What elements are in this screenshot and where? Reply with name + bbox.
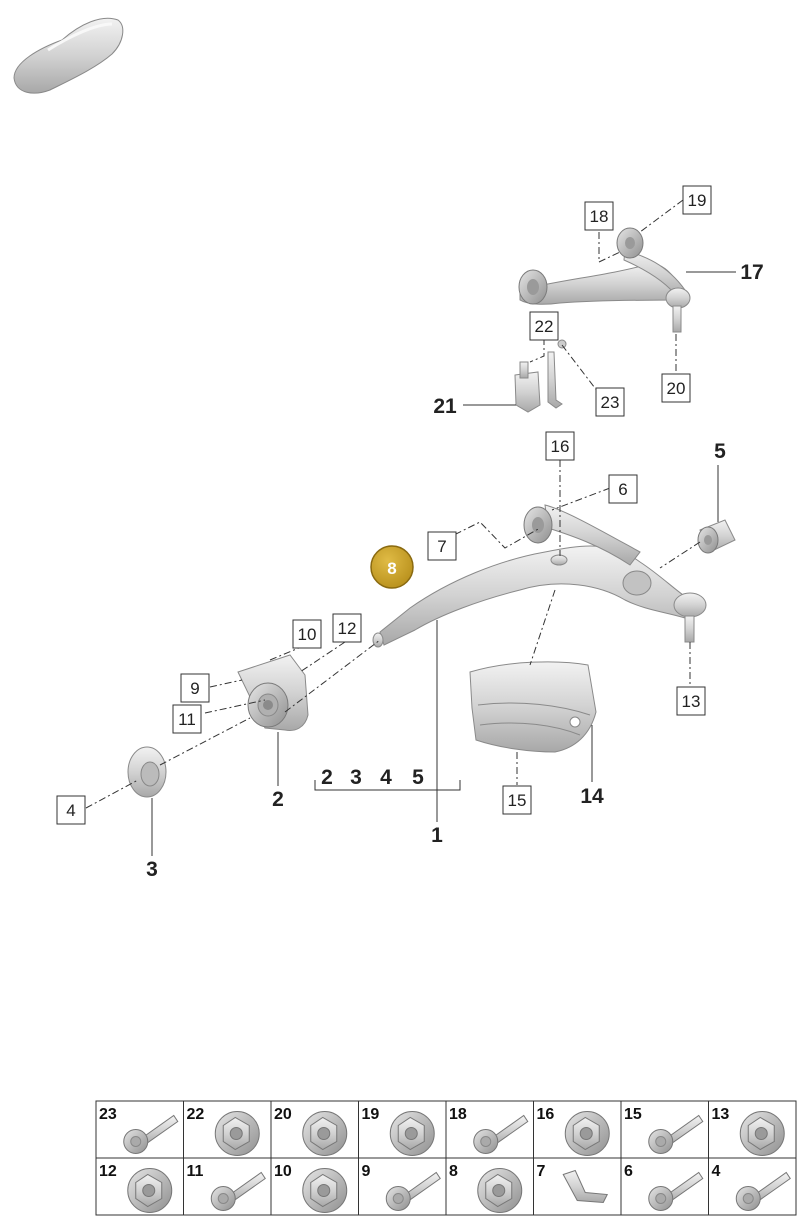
svg-text:5: 5 <box>412 766 424 789</box>
callout-7[interactable]: 7 <box>427 531 457 561</box>
callout-14[interactable]: 14 <box>580 785 604 808</box>
callout-2[interactable]: 2 <box>272 788 284 811</box>
svg-text:17: 17 <box>740 261 763 284</box>
callout-20[interactable]: 20 <box>661 373 691 403</box>
callout-5-top[interactable]: 5 <box>714 440 726 463</box>
svg-text:2: 2 <box>321 766 333 789</box>
lower-control-arm <box>372 504 707 648</box>
fastener-number: 16 <box>537 1106 555 1123</box>
svg-text:5: 5 <box>714 440 726 463</box>
fastener-cell-18[interactable]: 18 <box>445 1100 534 1159</box>
callout-18[interactable]: 18 <box>584 201 614 231</box>
fastener-cell-6[interactable]: 6 <box>620 1157 709 1216</box>
fastener-number: 23 <box>99 1106 117 1123</box>
callout-3[interactable]: 3 <box>146 858 158 881</box>
fastener-number: 12 <box>99 1163 117 1180</box>
svg-text:4: 4 <box>380 766 392 789</box>
washer-3 <box>127 746 167 798</box>
callout-23[interactable]: 23 <box>595 387 625 417</box>
fastener-number: 11 <box>187 1163 204 1180</box>
callout-22[interactable]: 22 <box>529 311 559 341</box>
fastener-cell-11[interactable]: 11 <box>183 1157 272 1216</box>
callout-11[interactable]: 11 <box>172 704 202 734</box>
leader-lines <box>85 199 736 856</box>
callout-16[interactable]: 16 <box>545 431 575 461</box>
svg-text:2: 2 <box>272 788 284 811</box>
height-sensor <box>514 339 567 413</box>
callout-19[interactable]: 19 <box>682 185 712 215</box>
svg-text:4: 4 <box>66 801 75 820</box>
fastener-number: 22 <box>187 1106 205 1123</box>
svg-text:20: 20 <box>667 379 686 398</box>
svg-text:7: 7 <box>437 537 446 556</box>
callout-15[interactable]: 15 <box>502 785 532 815</box>
fastener-cell-19[interactable]: 19 <box>358 1100 447 1159</box>
svg-text:14: 14 <box>580 785 604 808</box>
svg-text:18: 18 <box>590 207 609 226</box>
fastener-number: 8 <box>449 1163 458 1180</box>
callout-13[interactable]: 13 <box>676 686 706 716</box>
fastener-number: 4 <box>712 1163 721 1180</box>
svg-text:12: 12 <box>338 619 357 638</box>
svg-text:15: 15 <box>508 791 527 810</box>
group-label-2-5: 2 3 4 5 <box>321 766 424 789</box>
svg-text:8: 8 <box>387 559 396 578</box>
fastener-number: 15 <box>624 1106 642 1123</box>
callout-12[interactable]: 12 <box>332 613 362 643</box>
callout-21[interactable]: 21 <box>433 395 457 418</box>
callout-9[interactable]: 9 <box>180 673 210 703</box>
bushing-5 <box>697 519 736 554</box>
fastener-number: 9 <box>362 1163 371 1180</box>
fastener-cell-8[interactable]: 8 <box>445 1157 534 1216</box>
svg-text:6: 6 <box>618 480 627 499</box>
callout-10[interactable]: 10 <box>292 619 322 649</box>
car-icon <box>13 17 124 94</box>
fastener-cell-10[interactable]: 10 <box>270 1157 359 1216</box>
fastener-cell-9[interactable]: 9 <box>358 1157 447 1216</box>
fastener-cell-13[interactable]: 13 <box>708 1100 797 1159</box>
svg-text:1: 1 <box>431 824 443 847</box>
bushing-bracket-2 <box>237 654 309 731</box>
svg-text:11: 11 <box>178 710 196 729</box>
fastener-cell-12[interactable]: 12 <box>95 1157 184 1216</box>
svg-text:22: 22 <box>535 317 554 336</box>
svg-text:16: 16 <box>551 437 570 456</box>
fastener-number: 19 <box>362 1106 380 1123</box>
fastener-number: 10 <box>274 1163 292 1180</box>
fastener-cell-23[interactable]: 23 <box>95 1100 184 1159</box>
fastener-cell-7[interactable]: 7 <box>533 1157 622 1216</box>
shield-14 <box>469 661 597 753</box>
callout-8-highlight[interactable]: 8 <box>370 545 414 589</box>
svg-text:13: 13 <box>682 692 701 711</box>
fastener-number: 18 <box>449 1106 467 1123</box>
fastener-cell-4[interactable]: 4 <box>708 1157 797 1216</box>
fastener-table: 23 22 20 19 18 16 15 13 12 11 10 9 8 7 6 4 <box>95 1100 797 1216</box>
upper-control-arm <box>518 227 691 333</box>
fastener-number: 20 <box>274 1106 292 1123</box>
svg-text:21: 21 <box>433 395 457 418</box>
svg-text:23: 23 <box>601 393 620 412</box>
fastener-number: 6 <box>624 1163 633 1180</box>
fastener-cell-15[interactable]: 15 <box>620 1100 709 1159</box>
svg-text:10: 10 <box>298 625 317 644</box>
svg-text:9: 9 <box>190 679 199 698</box>
fastener-cell-22[interactable]: 22 <box>183 1100 272 1159</box>
fastener-cell-20[interactable]: 20 <box>270 1100 359 1159</box>
callout-4[interactable]: 4 <box>56 795 86 825</box>
svg-text:3: 3 <box>350 766 362 789</box>
callout-17[interactable]: 17 <box>740 261 763 284</box>
fastener-number: 7 <box>537 1163 546 1180</box>
callout-1[interactable]: 1 <box>431 824 443 847</box>
svg-text:19: 19 <box>688 191 707 210</box>
svg-text:3: 3 <box>146 858 158 881</box>
callout-6[interactable]: 6 <box>608 474 638 504</box>
fastener-number: 13 <box>712 1106 730 1123</box>
fastener-cell-16[interactable]: 16 <box>533 1100 622 1159</box>
